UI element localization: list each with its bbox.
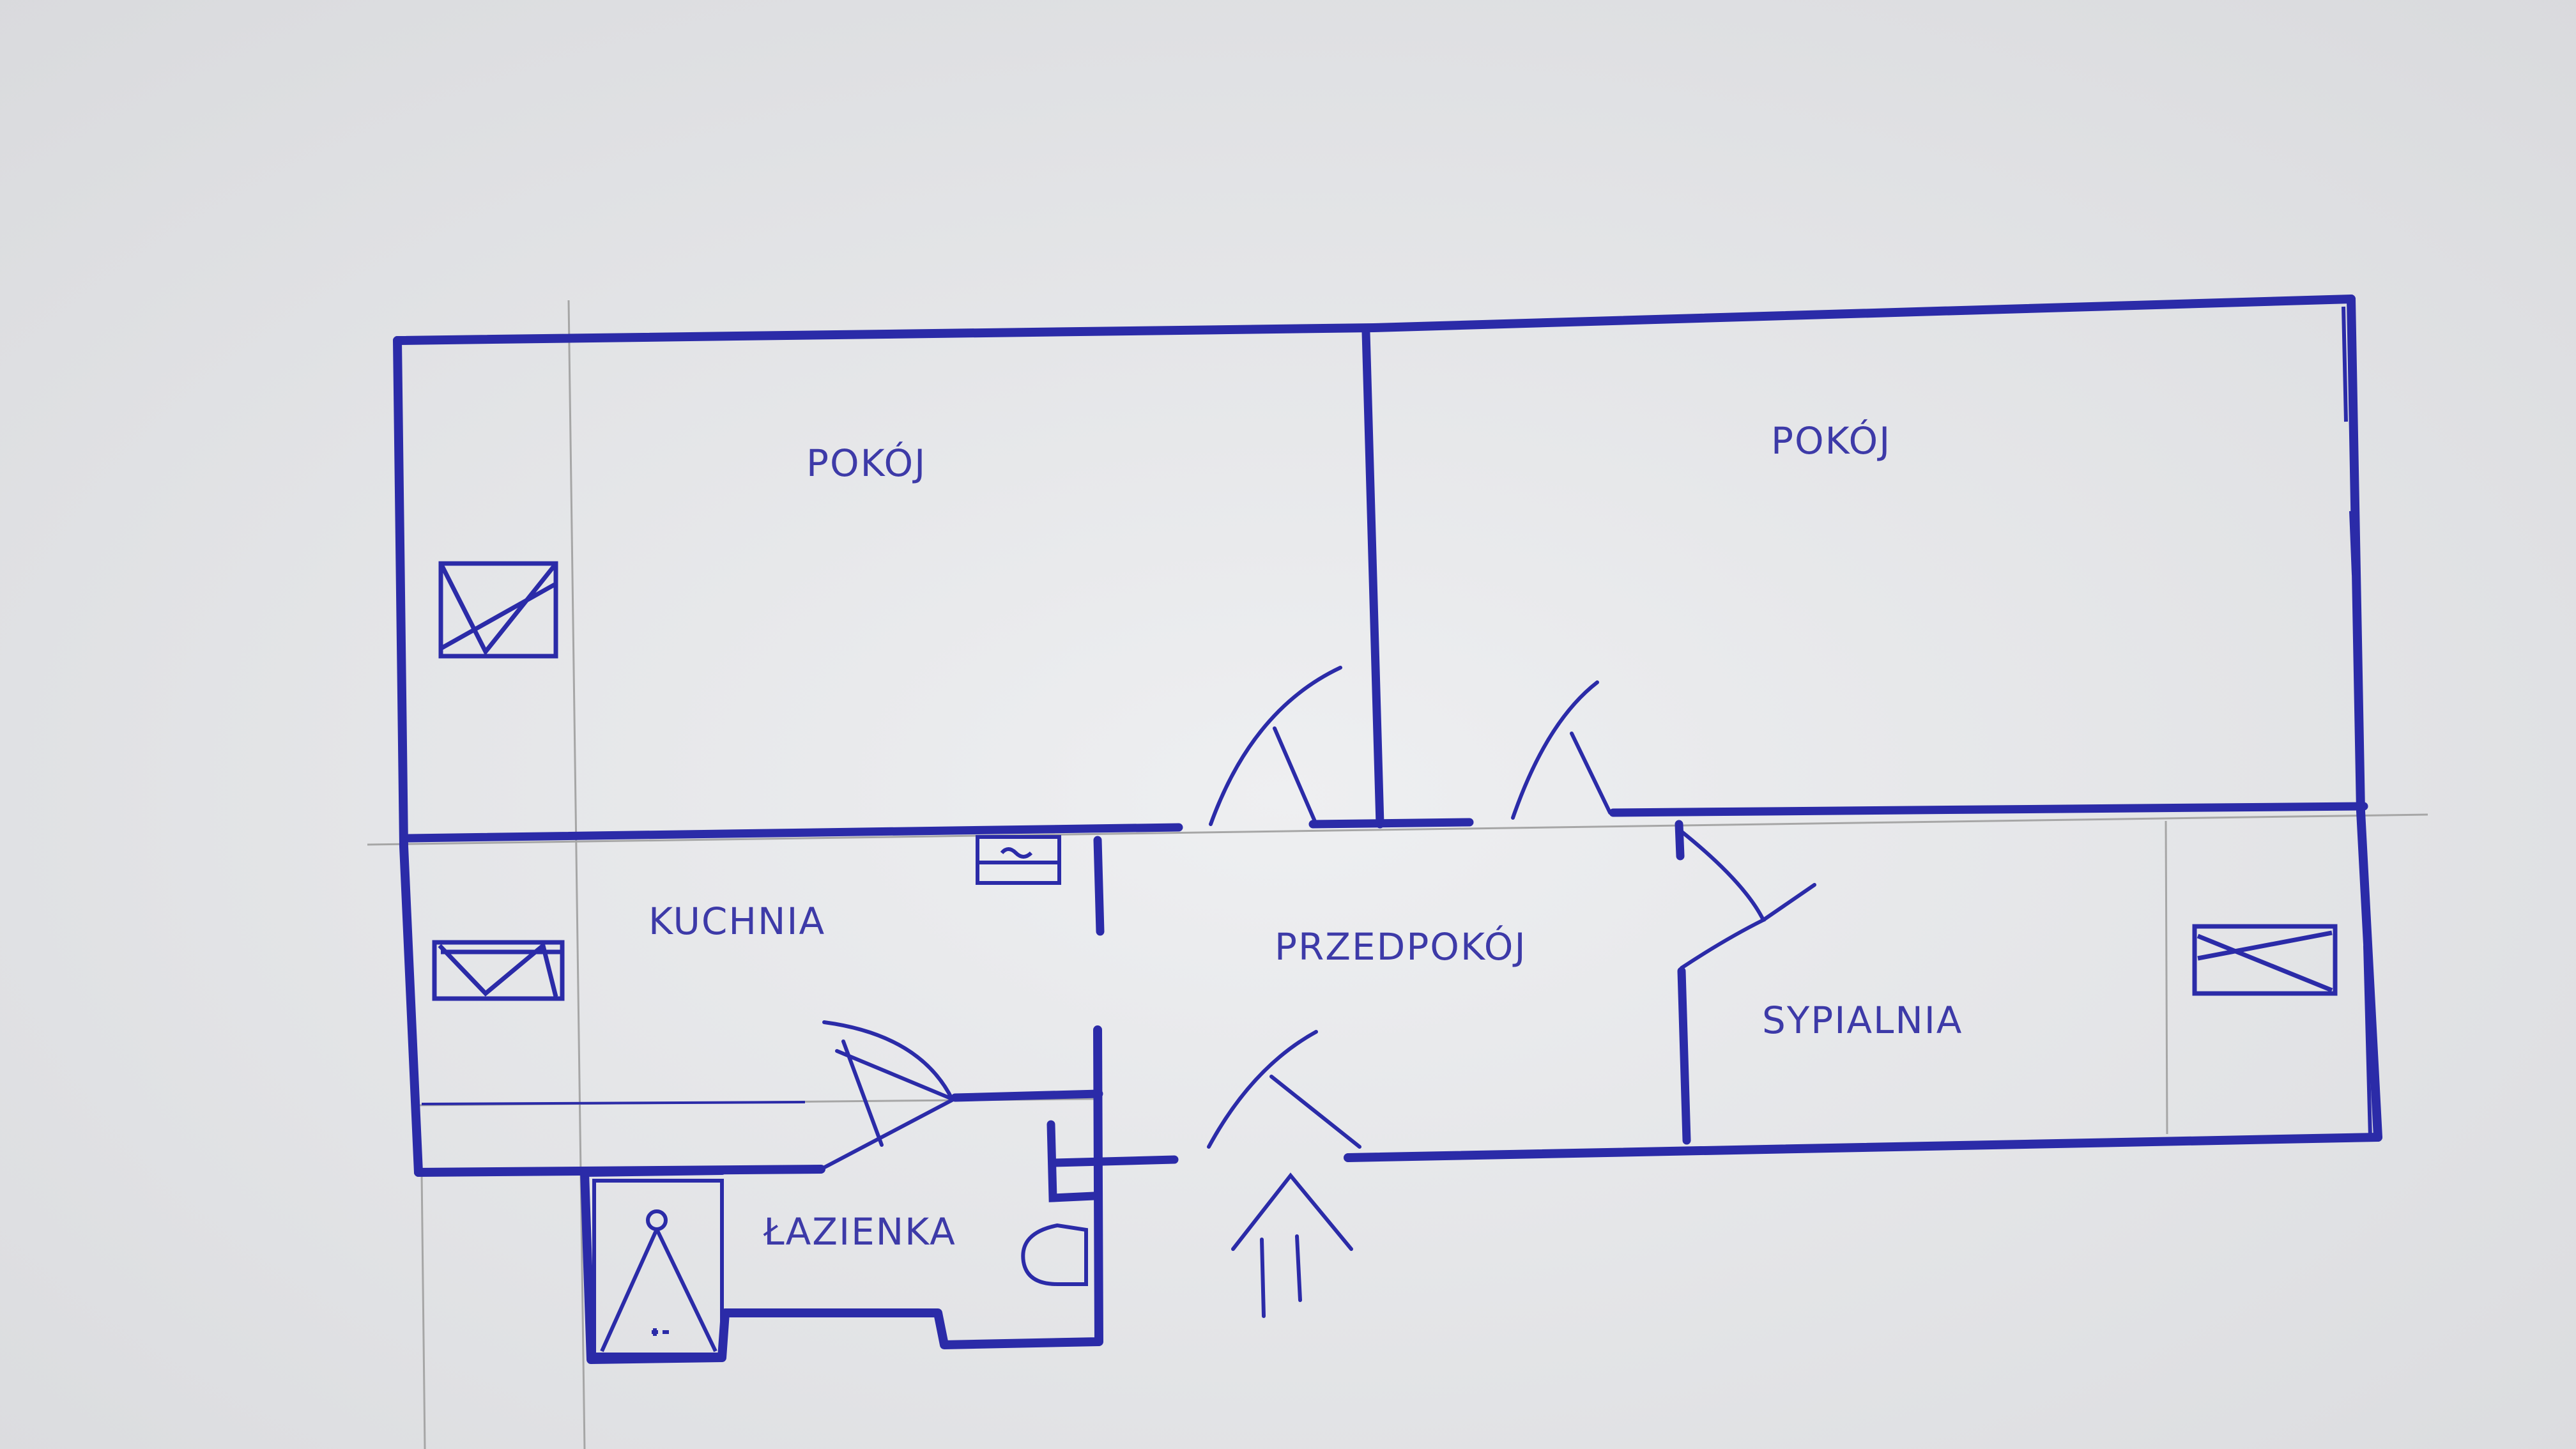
outer-walls [393,295,2382,1364]
wall-bedroom-top [1609,802,2368,817]
room-label-przedpokoj: PRZEDPOKÓJ [1275,924,1527,969]
wall-kitchen-hall-upper [1093,836,1105,936]
east-wall-windows [2342,306,2372,1138]
window-icon [432,940,565,1001]
room-label-lazienka: ŁAZIENKA [763,1210,956,1254]
wall-hall-threshold [1308,818,1474,829]
wall-kitchen-bath [951,1089,1103,1102]
east-wall [2347,295,2382,1142]
door-kitchen [822,1020,954,1101]
shower-icon [592,1179,724,1356]
window-icon [2192,924,2338,996]
window-icon [438,561,558,659]
bathroom-left-wall [580,1166,726,1177]
wall-kitchen-top [404,823,1183,843]
door-right-room [1511,680,1599,820]
south-wall-right [1344,1133,2382,1162]
kitchen-counter-line [421,1101,806,1105]
north-wall [393,295,2356,345]
room-label-sypialnia: SYPIALNIA [1762,999,1963,1042]
room-label-kuchnia: KUCHNIA [648,900,825,943]
door-left-room [1209,666,1342,826]
door-entrance [1207,1030,1318,1149]
wall-hall-bath [1050,1155,1179,1167]
stove-icon [976,835,1061,885]
wall-bedroom-lower [1677,967,1691,1145]
door-swings [819,666,1816,1171]
bathroom-walls [580,1025,1103,1364]
room-label-pokoj-left: POKÓJ [806,441,926,485]
toilet-box [1046,1120,1098,1202]
interior-walls [404,328,2368,1202]
west-wall [393,336,423,1177]
room-label-pokoj-right: POKÓJ [1771,418,1891,463]
wall-between-rooms [1361,328,1384,829]
toilet-icon [1021,1223,1088,1286]
entrance-arrow-icon [1231,1172,1353,1318]
